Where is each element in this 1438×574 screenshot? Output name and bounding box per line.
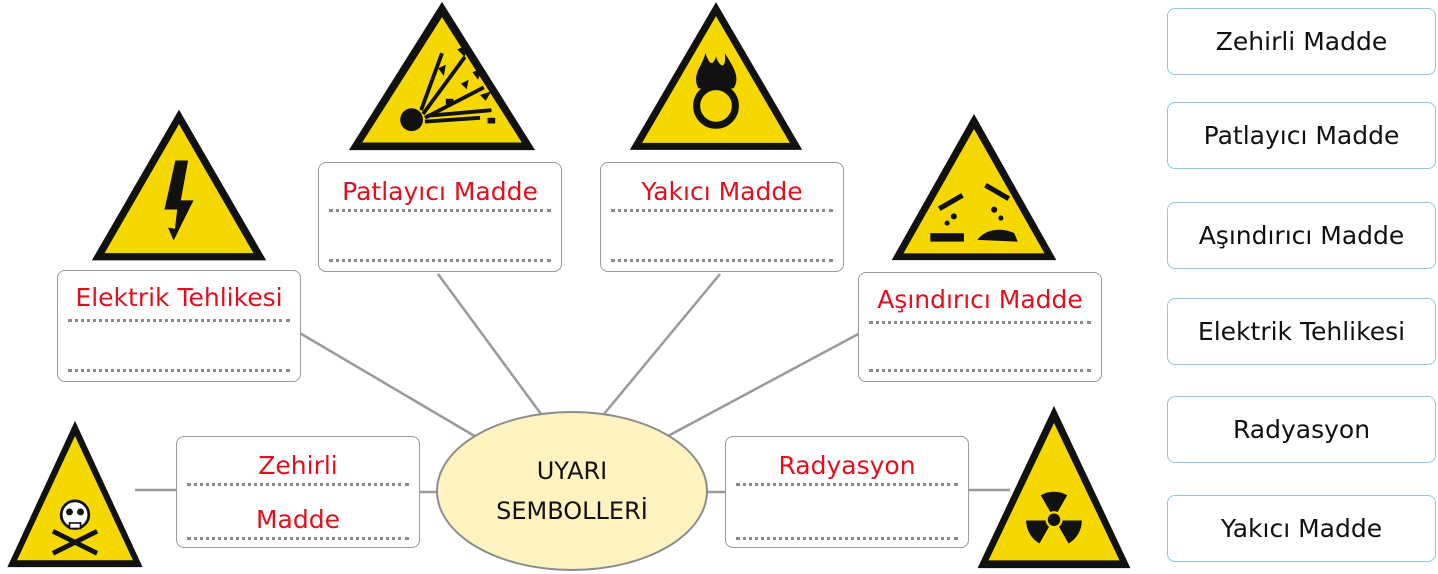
answer-line — [611, 259, 833, 262]
center-title-line1: UYARI — [536, 457, 608, 485]
radiation-answer-text: Radyasyon — [778, 451, 916, 480]
explosive-answer-box[interactable]: Patlayıcı Madde — [318, 162, 562, 272]
corrosive-answer-box[interactable]: Aşındırıcı Madde — [858, 272, 1102, 382]
answer-line — [68, 319, 290, 322]
center-title: UYARI SEMBOLLERİ — [436, 411, 708, 571]
option-elektrik-tehlikesi[interactable]: Elektrik Tehlikesi — [1167, 298, 1436, 365]
electric-warning-icon — [91, 109, 267, 261]
explosive-warning-icon — [348, 1, 536, 151]
oxidizer-warning-icon — [629, 2, 803, 150]
option-asindirici-madde[interactable]: Aşındırıcı Madde — [1167, 202, 1436, 269]
corrosive-warning-icon — [891, 113, 1057, 261]
toxic-answer-text-line1: Zehirli — [258, 451, 338, 480]
electric-answer-text: Elektrik Tehlikesi — [75, 283, 283, 312]
center-title-line2: SEMBOLLERİ — [496, 497, 648, 525]
answer-line — [869, 369, 1091, 372]
answer-line — [187, 483, 409, 486]
answer-line — [187, 537, 409, 540]
radiation-answer-box[interactable]: Radyasyon — [725, 436, 969, 548]
answer-line — [68, 369, 290, 372]
option-zehirli-madde[interactable]: Zehirli Madde — [1167, 8, 1436, 75]
answer-line — [611, 209, 833, 212]
radiation-warning-icon — [977, 405, 1131, 569]
corrosive-answer-text: Aşındırıcı Madde — [877, 285, 1083, 314]
answer-line — [736, 483, 958, 486]
option-patlayici-madde[interactable]: Patlayıcı Madde — [1167, 102, 1436, 169]
answer-line — [869, 321, 1091, 324]
answer-line — [736, 537, 958, 540]
oxidizer-answer-box[interactable]: Yakıcı Madde — [600, 162, 844, 272]
explosive-answer-text: Patlayıcı Madde — [342, 177, 538, 206]
answer-line — [329, 259, 551, 262]
oxidizer-answer-text: Yakıcı Madde — [641, 177, 803, 206]
option-yakici-madde[interactable]: Yakıcı Madde — [1167, 495, 1436, 562]
toxic-warning-icon — [7, 420, 143, 568]
electric-answer-box[interactable]: Elektrik Tehlikesi — [57, 270, 301, 382]
answer-line — [329, 209, 551, 212]
toxic-answer-text-line2: Madde — [255, 505, 340, 534]
toxic-answer-box[interactable]: Zehirli Madde — [176, 436, 420, 548]
option-radyasyon[interactable]: Radyasyon — [1167, 396, 1436, 463]
